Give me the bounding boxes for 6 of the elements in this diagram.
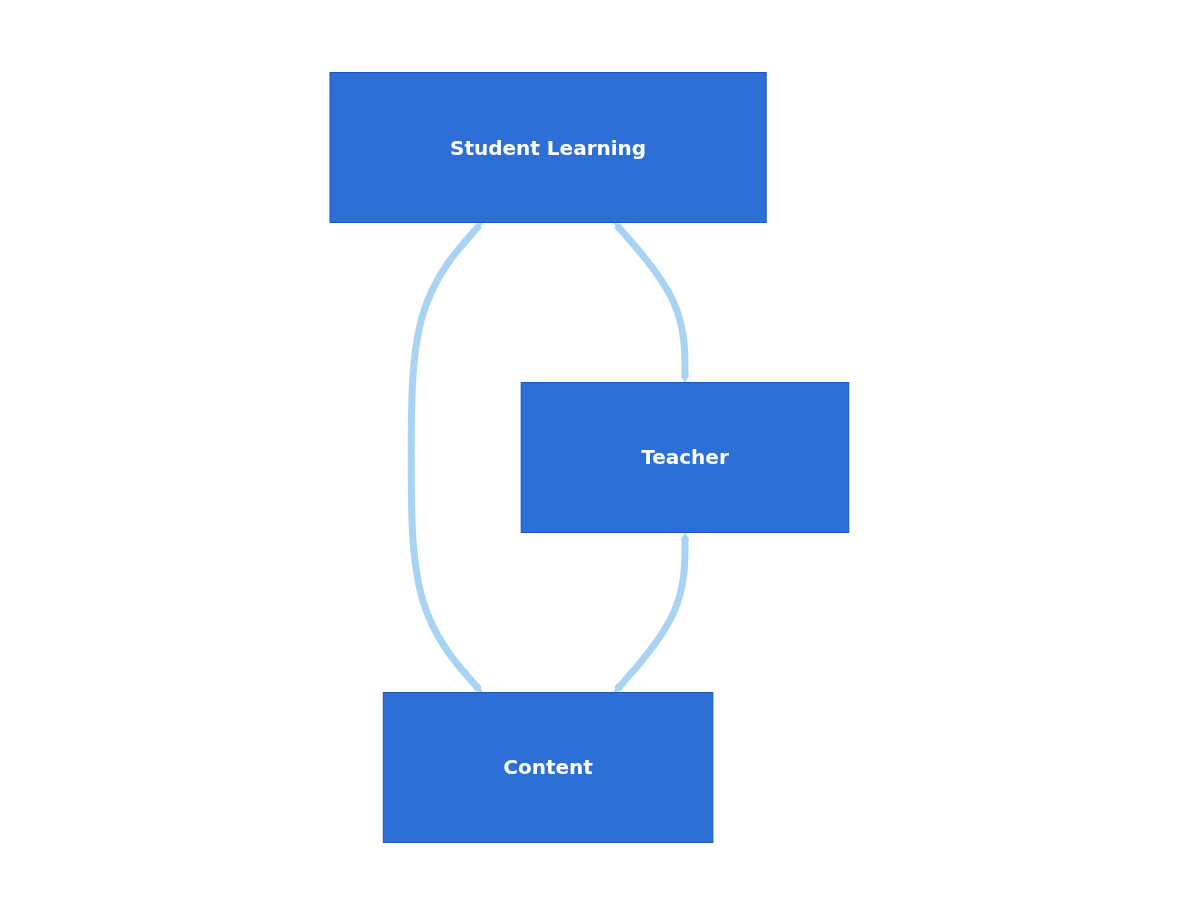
arrow: [613, 532, 689, 693]
node-box: Student Learning: [329, 72, 767, 223]
arrow: [613, 222, 689, 383]
arrow: [407, 222, 482, 693]
node-box: Teacher: [520, 382, 849, 533]
node-box: Content: [382, 692, 713, 843]
